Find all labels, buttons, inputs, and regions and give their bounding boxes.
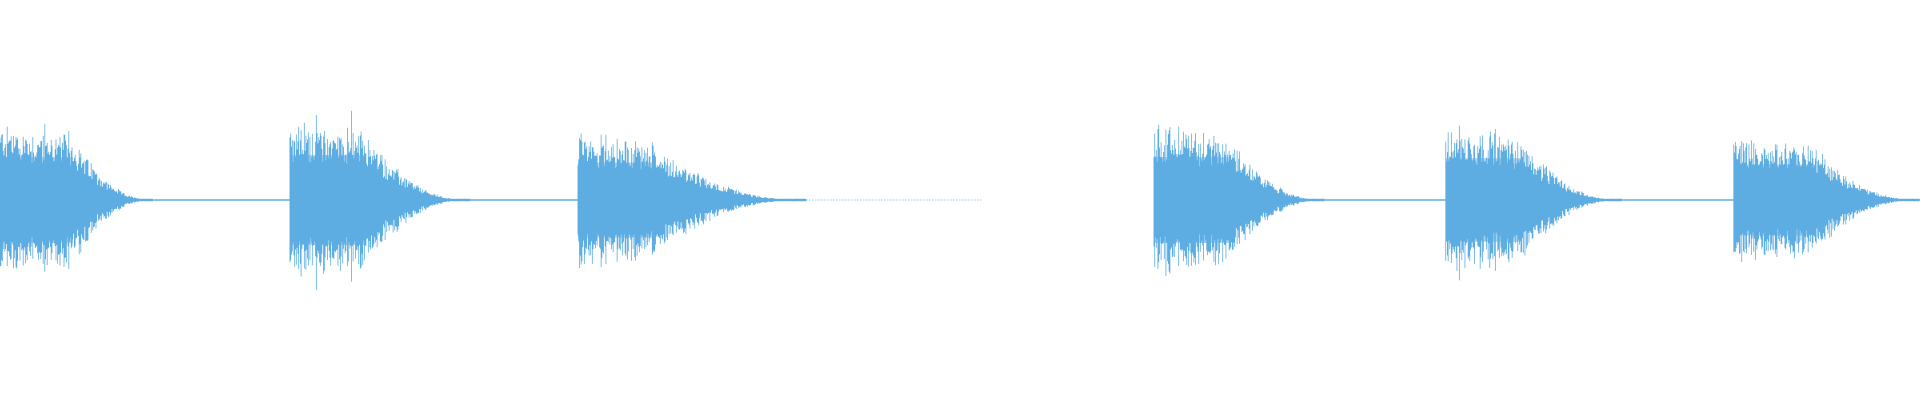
waveform-burst-path-4	[1153, 124, 1325, 276]
waveform-burst-1	[0, 123, 154, 272]
waveform-burst-path-3	[577, 133, 807, 269]
waveform-burst-path-2	[289, 110, 471, 291]
waveform-bursts	[0, 110, 1920, 291]
waveform-burst-3	[577, 133, 807, 269]
waveform-burst-5	[1445, 125, 1623, 281]
waveform-burst-path-6	[1733, 140, 1920, 262]
waveform-burst-4	[1153, 124, 1325, 276]
waveform-burst-2	[289, 110, 471, 291]
waveform-burst-path-5	[1445, 125, 1623, 281]
waveform-burst-path-1	[0, 123, 154, 272]
waveform-burst-6	[1733, 140, 1920, 262]
